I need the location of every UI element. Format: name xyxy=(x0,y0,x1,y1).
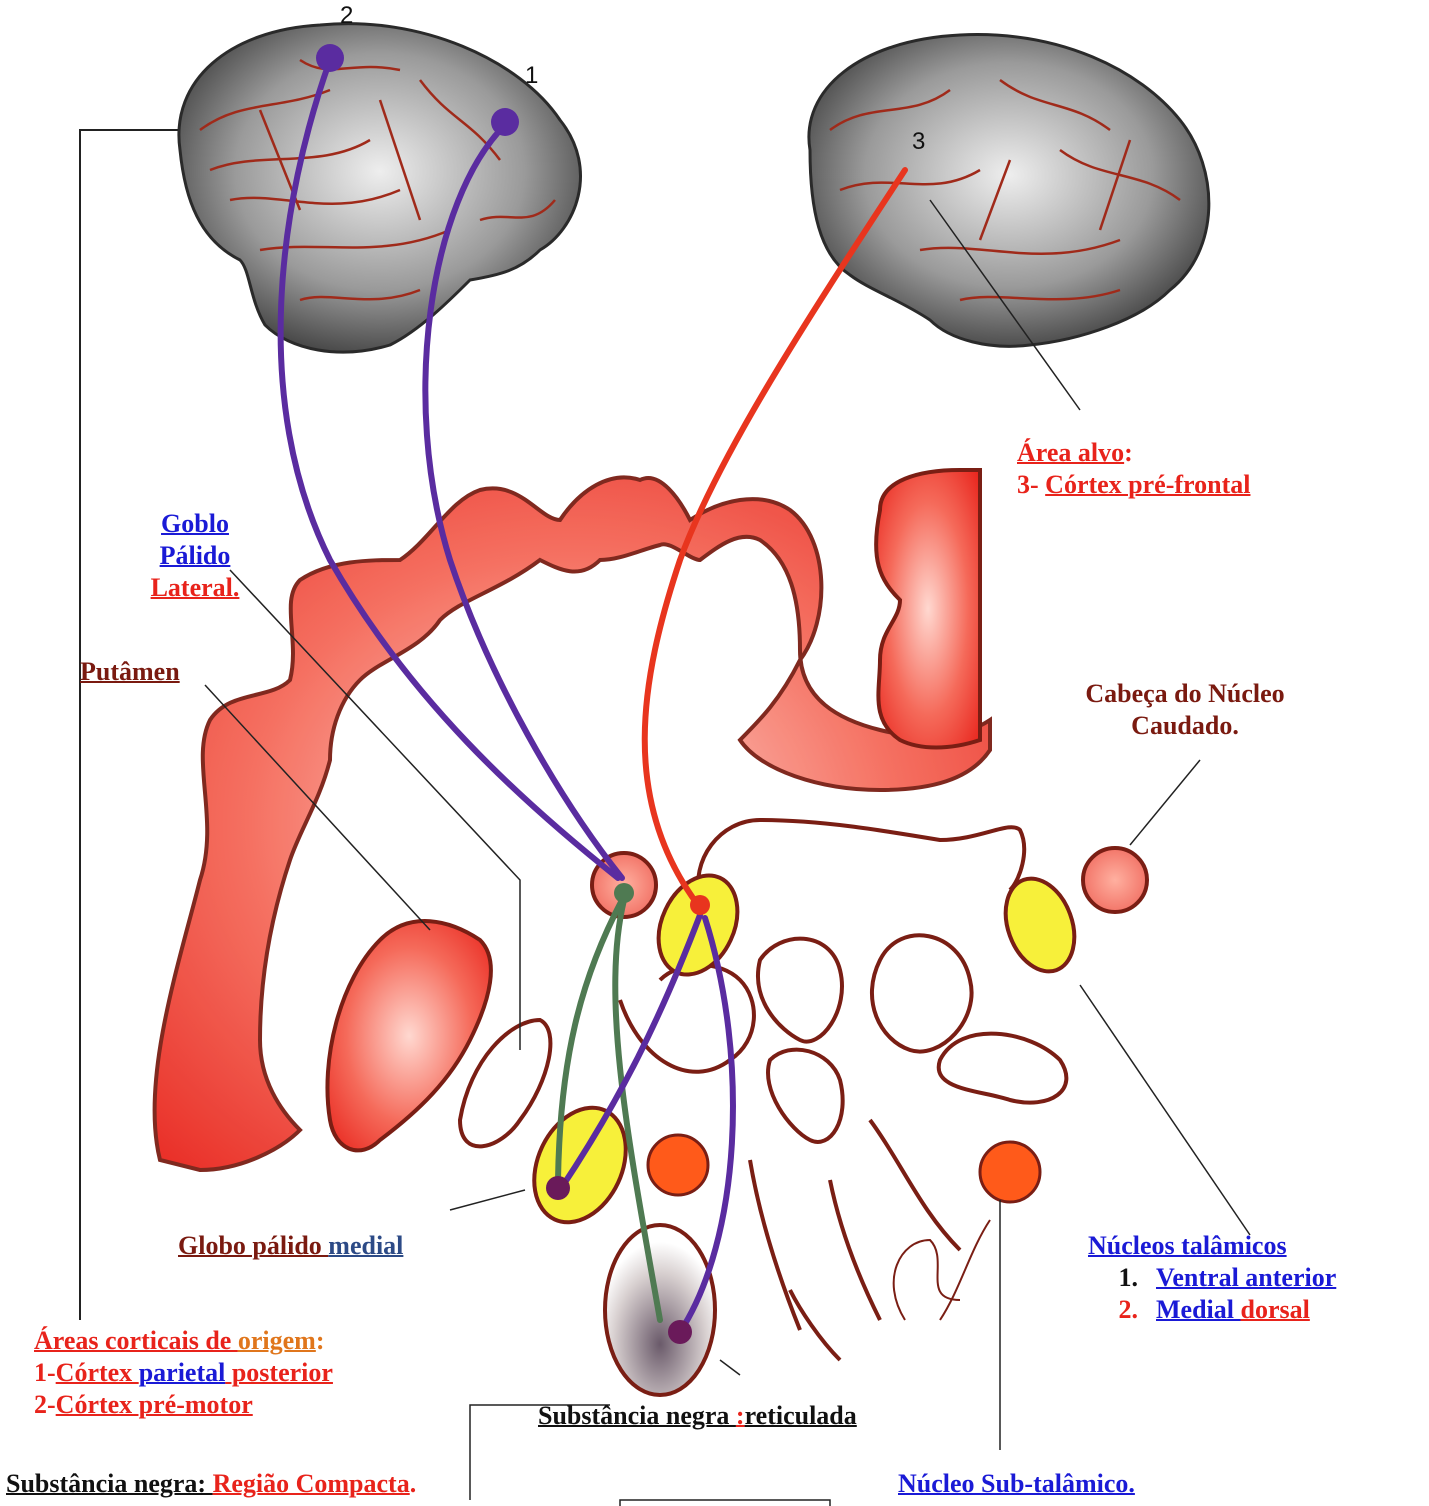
globus-lateral-l3: Lateral. xyxy=(151,573,240,602)
gpl-dot xyxy=(614,883,634,903)
target-area-colon: : xyxy=(1124,438,1133,467)
caudate-upper-structure xyxy=(876,470,980,748)
target-area-label: Área alvo: 3- Córtex pré-frontal xyxy=(1017,437,1250,501)
caudate-l2: Caudado. xyxy=(1131,711,1239,740)
artist-signature xyxy=(894,1220,990,1320)
va-dot xyxy=(690,895,710,915)
target-area-prefix: 3- xyxy=(1017,470,1045,499)
subthalamic-nucleus-right xyxy=(980,1142,1040,1202)
snr-dot xyxy=(668,1320,692,1344)
origin-areas-label: Áreas corticais de origem: 1-Córtex pari… xyxy=(34,1325,333,1421)
snr-b: : xyxy=(736,1401,745,1430)
snc-b: Região Compacta xyxy=(213,1469,410,1498)
gpm-dot xyxy=(546,1176,570,1200)
target-area-name: Córtex pré-frontal xyxy=(1045,470,1250,499)
caudate-l1: Cabeça do Núcleo xyxy=(1085,679,1284,708)
origin-r1a: Córtex xyxy=(56,1358,139,1387)
caudate-label: Cabeça do Núcleo Caudado. xyxy=(1055,678,1315,742)
marker-dot-1 xyxy=(491,108,519,136)
globus-lateral-l1: Goblo xyxy=(161,509,229,538)
putamen-label: Putâmen xyxy=(80,656,180,688)
origin-r2-num: 2- xyxy=(34,1390,56,1419)
thalamic-nucleus-md xyxy=(994,869,1087,981)
thalamic-item2b: dorsal xyxy=(1241,1295,1310,1324)
origin-t2: origem xyxy=(238,1326,316,1355)
thalamic-item2a: Medial xyxy=(1156,1295,1241,1324)
target-area-title: Área alvo xyxy=(1017,438,1124,467)
marker-number-1: 1 xyxy=(525,62,538,90)
marker-number-3: 3 xyxy=(912,128,925,156)
thalamic-nuclei-label: Núcleos talâmicos 1. Ventral anterior 2. M… xyxy=(1088,1230,1336,1326)
globus-medial-part1: Globo pálido xyxy=(178,1231,328,1260)
snc-a: Substância negra: xyxy=(6,1469,213,1498)
thalamic-item2-num: 2. xyxy=(1088,1294,1138,1326)
caudate-head-node xyxy=(1083,848,1147,912)
snr-a: Substância negra xyxy=(538,1401,736,1430)
putamen-structure xyxy=(155,477,990,1170)
origin-t3: : xyxy=(316,1326,325,1355)
thalamic-item1: Ventral anterior xyxy=(1156,1263,1336,1292)
marker-number-2: 2 xyxy=(340,2,353,30)
origin-r1c: posterior xyxy=(225,1358,333,1387)
globus-lateral-l2: Pálido xyxy=(160,541,231,570)
snc-c: . xyxy=(410,1469,417,1498)
globus-medial-label: Globo pálido medial xyxy=(178,1230,403,1262)
origin-r1b: parietal xyxy=(139,1358,226,1387)
thalamic-title: Núcleos talâmicos xyxy=(1088,1231,1287,1260)
subthalamic-nucleus-left xyxy=(648,1135,708,1195)
thalamus-outline xyxy=(460,820,1066,1360)
snr-c: reticulada xyxy=(745,1401,857,1430)
thalamic-item1-num: 1. xyxy=(1088,1262,1138,1294)
snr-label: Substância negra :reticulada xyxy=(538,1400,857,1432)
snc-label: Substância negra: Região Compacta. xyxy=(6,1468,416,1500)
globus-medial-part2: medial xyxy=(328,1231,403,1260)
globus-pallidus-lateral-shape xyxy=(327,921,490,1150)
marker-dot-2 xyxy=(316,44,344,72)
globus-lateral-label: Goblo Pálido Lateral. xyxy=(140,508,250,604)
subthalamic-label: Núcleo Sub-talâmico. xyxy=(898,1468,1135,1500)
origin-r1-num: 1- xyxy=(34,1358,56,1387)
left-brain-hemisphere xyxy=(179,24,581,352)
origin-t1: Áreas corticais de xyxy=(34,1326,238,1355)
origin-r2: Córtex pré-motor xyxy=(56,1390,253,1419)
